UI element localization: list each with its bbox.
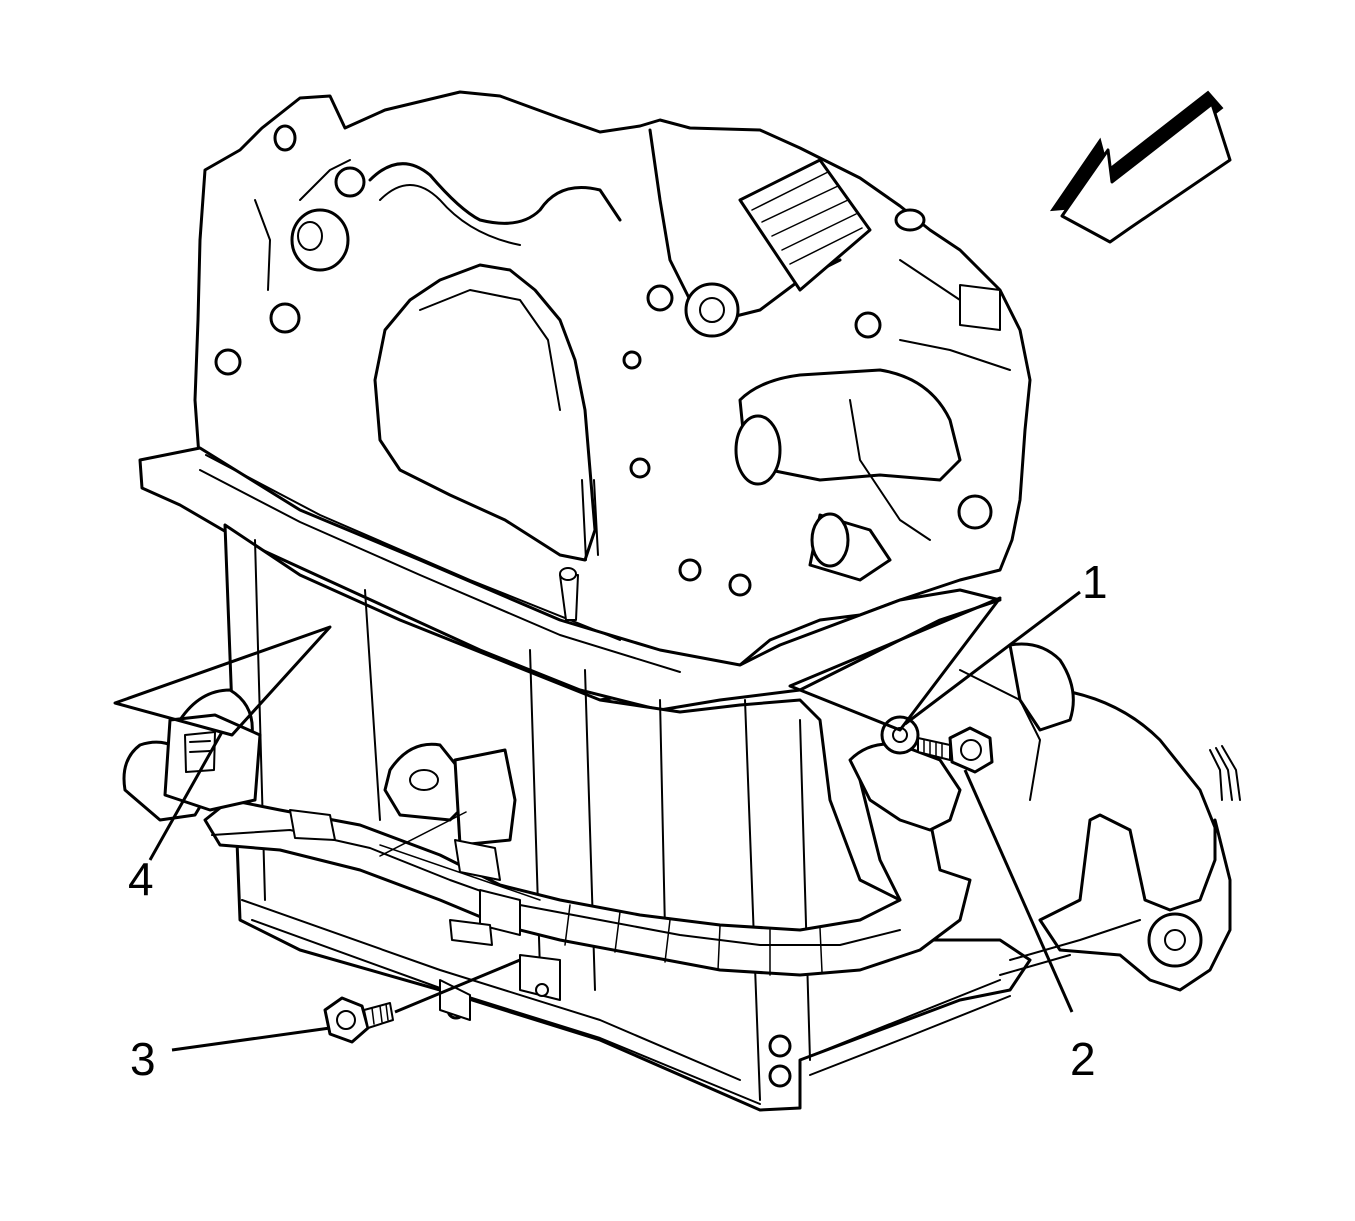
callout-labels: 1 2 3 4: [128, 556, 1108, 1085]
callout-4: 4: [128, 853, 154, 905]
harness-bracket-bolt: [323, 996, 394, 1044]
callout-3: 3: [130, 1033, 156, 1085]
arrow-icon: [1049, 90, 1232, 244]
leader-lines: [148, 590, 1081, 1052]
view-planes: [113, 596, 1002, 737]
callout-2: 2: [1070, 1033, 1096, 1085]
harness-connector: [163, 713, 262, 812]
callout-1: 1: [1082, 556, 1108, 608]
